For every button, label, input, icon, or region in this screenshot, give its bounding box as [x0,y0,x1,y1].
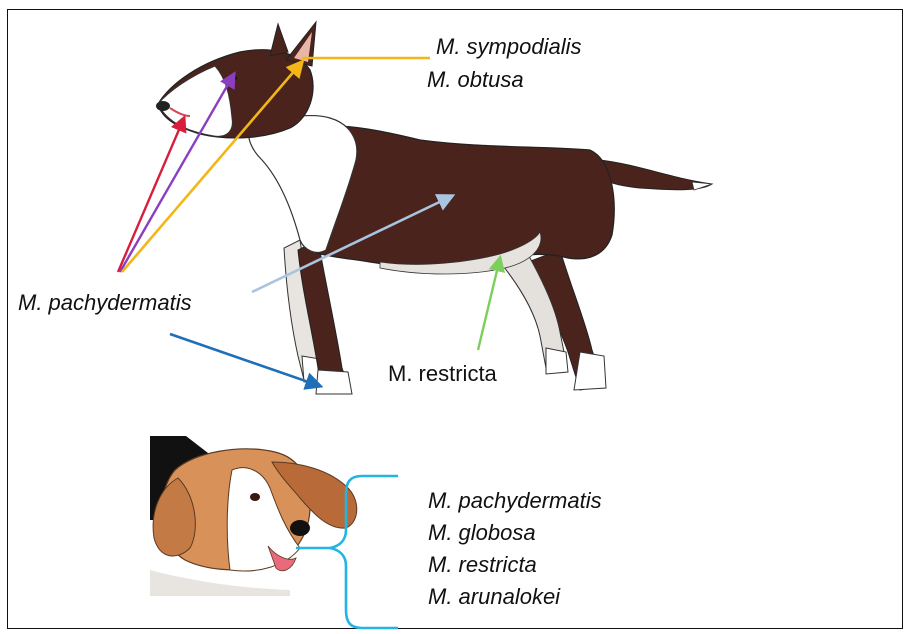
label-m-restricta: M. restricta [388,363,497,385]
label-m-sympodialis: M. sympodialis [436,36,581,58]
dog-ear-back [270,24,288,56]
beagle-illustration [150,436,357,596]
inset-item: M. pachydermatis [428,490,602,512]
arrow-red [118,118,184,272]
inset-item: M. globosa [428,522,602,544]
inset-species-list: M. pachydermatis M. globosa M. restricta… [428,490,602,608]
label-m-obtusa: M. obtusa [427,69,524,91]
inset-item: M. restricta [428,554,602,576]
label-m-pachydermatis: M. pachydermatis [18,292,192,314]
inset-item: M. arunalokei [428,586,602,608]
